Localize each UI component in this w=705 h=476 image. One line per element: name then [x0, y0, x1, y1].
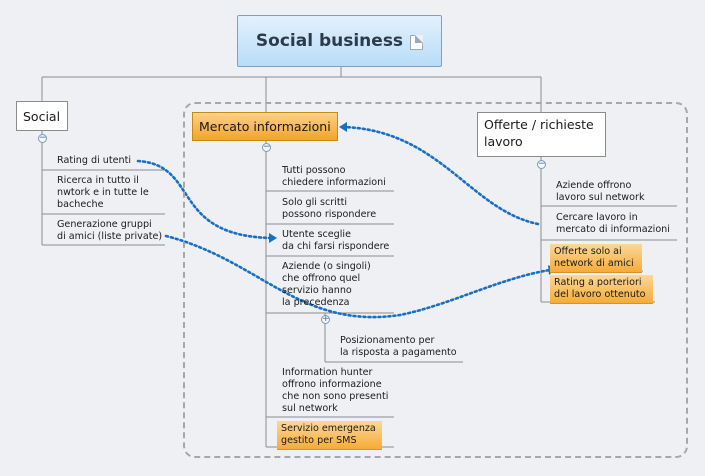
subtopic-servizio-emergenza[interactable]: Servizio emergenza gestito per SMS — [277, 421, 382, 450]
collapse-toggle-icon[interactable]: − — [38, 133, 47, 143]
topic-mercato-label: Mercato informazioni — [199, 119, 331, 134]
subtopic-cercare-lavoro[interactable]: Cercare lavoro in mercato di informazion… — [556, 212, 670, 235]
expand-toggle-icon[interactable]: + — [321, 314, 330, 324]
central-topic[interactable]: Social business — [237, 15, 442, 67]
arrowhead — [269, 233, 277, 243]
central-topic-label: Social business — [255, 31, 404, 51]
subtopic-ricerca-network[interactable]: Ricerca in tutto il nwtork e in tutte le… — [57, 175, 149, 210]
subtopic-rating-utenti[interactable]: Rating di utenti — [57, 155, 132, 166]
topic-mercato-informazioni[interactable]: Mercato informazioni — [192, 112, 338, 141]
topic-social[interactable]: Social — [16, 101, 68, 131]
collapse-toggle-icon[interactable]: − — [262, 142, 271, 152]
relationship-line — [136, 159, 272, 240]
boundary-frame — [183, 102, 688, 458]
arrowhead — [339, 122, 347, 132]
collapse-toggle-icon[interactable]: − — [537, 159, 546, 169]
subtopic-rating-posteriori[interactable]: Rating a porteriori del lavoro ottenuto — [550, 275, 653, 304]
subtopic-tutti-possono[interactable]: Tutti possono chiedere informazioni — [282, 165, 386, 188]
subtopic-utente-sceglie[interactable]: Utente sceglie da chi farsi rispondere — [282, 229, 390, 252]
topic-offerte-lavoro[interactable]: Offerte / richieste lavoro — [477, 112, 606, 157]
relationship-line — [341, 125, 540, 226]
subtopic-generazione-gruppi[interactable]: Generazione gruppi di amici (liste priva… — [57, 219, 163, 242]
subtopic-aziende-offrono[interactable]: Aziende offrono lavoro sul network — [556, 180, 645, 203]
subtopic-solo-iscritti[interactable]: Solo gli scritti possono rispondere — [282, 197, 377, 220]
relationship-line — [164, 234, 552, 319]
topic-offerte-label: Offerte / richieste lavoro — [484, 117, 594, 149]
subtopic-aziende-precedenza[interactable]: Aziende (o singoli) che offrono quel ser… — [282, 261, 371, 308]
subtopic-offerte-amici[interactable]: Offerte solo ai network di amici — [550, 244, 642, 273]
document-icon[interactable] — [410, 34, 424, 50]
subtopic-information-hunter[interactable]: Information hunter offrono informazione … — [282, 367, 389, 414]
subtopic-posizionamento[interactable]: Posizionamento per la risposta a pagamen… — [340, 335, 457, 358]
topic-social-label: Social — [23, 108, 61, 124]
